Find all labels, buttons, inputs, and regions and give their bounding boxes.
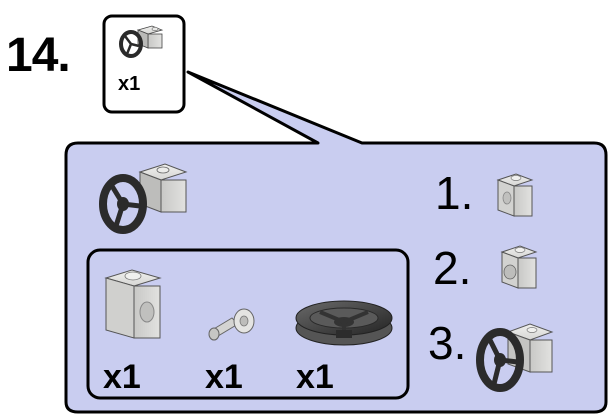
half-pin-part-icon [208, 308, 255, 341]
steering-wheel-qty: x1 [296, 358, 334, 396]
steering-wheel-part-icon [295, 300, 393, 346]
assembled-result-icon [99, 163, 188, 234]
technic-brick-qty: x1 [103, 358, 141, 396]
parts-needed-qty: x1 [118, 73, 141, 95]
substep-1-brick-icon [496, 173, 534, 217]
substep-2-label: 2. [433, 242, 472, 294]
substep-3-label: 3. [428, 317, 467, 369]
substep-3-assembled-icon [476, 323, 554, 392]
half-pin-qty: x1 [205, 358, 243, 396]
substep-1-label: 1. [435, 167, 474, 219]
technic-brick-part-icon [104, 269, 162, 339]
step-number: 14. [6, 29, 71, 82]
parts-needed-box [102, 14, 186, 114]
header-part-icon [119, 25, 164, 58]
substep-2-brick-icon [500, 245, 538, 289]
